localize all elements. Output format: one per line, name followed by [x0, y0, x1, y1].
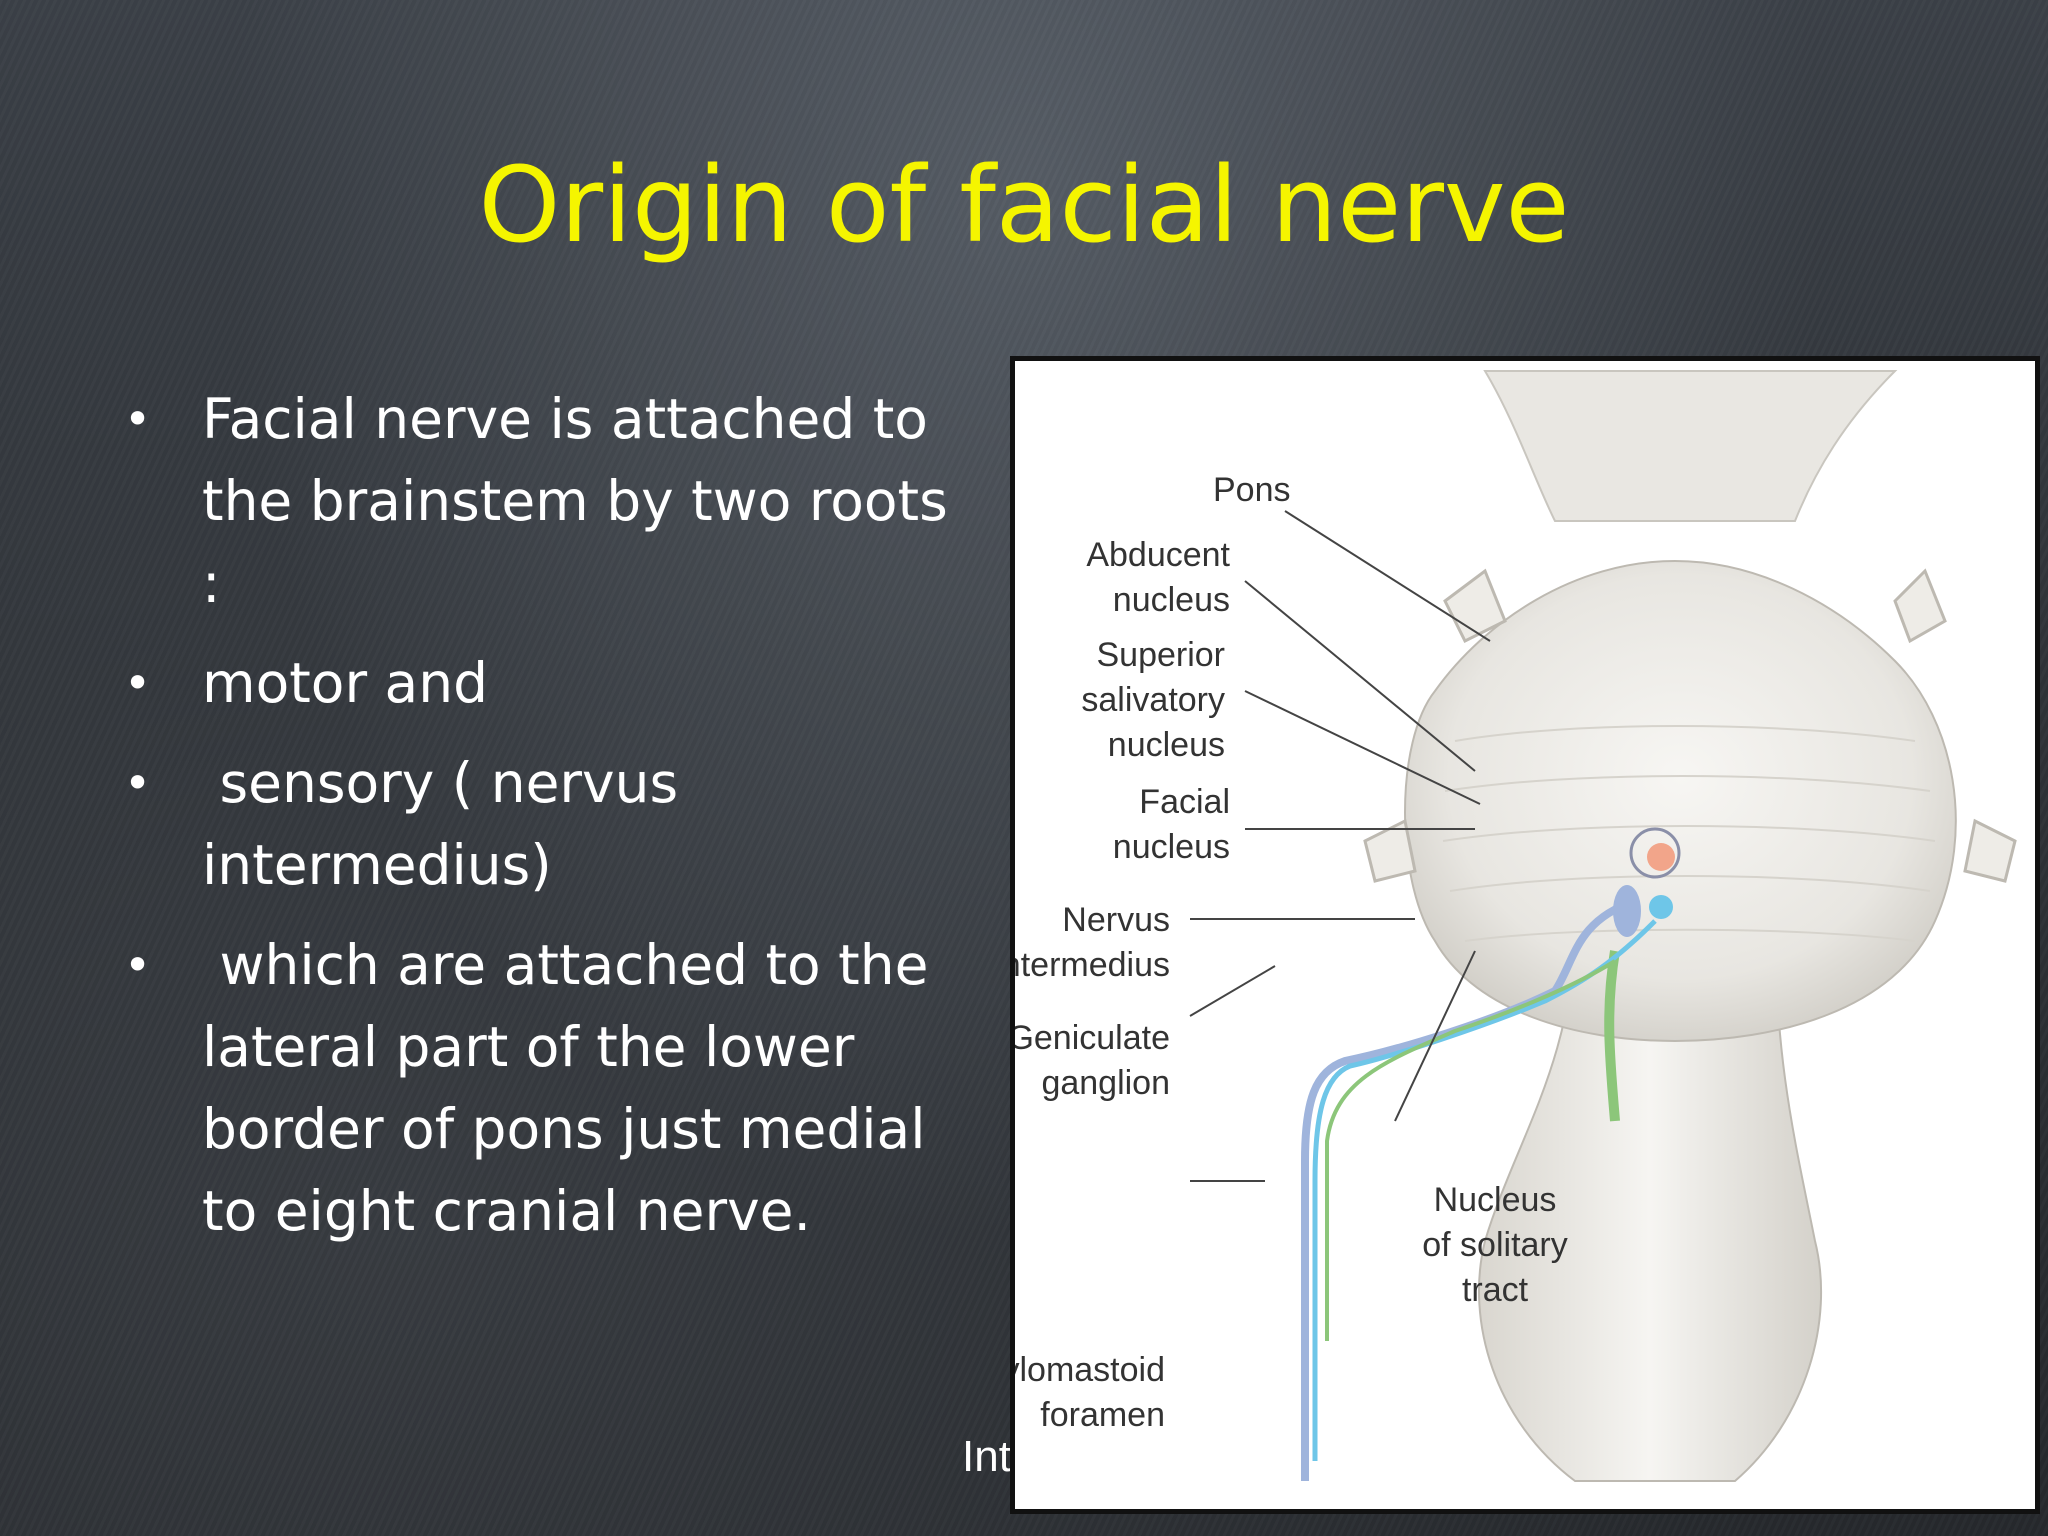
bullet-item: • which are attached to the lateral part… [118, 924, 958, 1252]
bullet-text: which are attached to the lateral part o… [202, 933, 946, 1243]
brainstem-figure: Pons Abducent nucleus Superior salivator… [1010, 356, 2040, 1514]
footer-text: Int [962, 1432, 1011, 1481]
bullet-item: • Facial nerve is attached to the brainst… [118, 378, 958, 624]
label-geniculate-2: ganglion [1041, 1064, 1170, 1102]
bullet-icon: • [124, 392, 152, 446]
bullet-list: • Facial nerve is attached to the brainst… [118, 378, 958, 1270]
label-pons: Pons [1213, 471, 1291, 509]
label-solitary-3: tract [1462, 1271, 1529, 1309]
label-abducent-1: Abducent [1086, 536, 1230, 574]
label-facial-2: nucleus [1113, 828, 1230, 866]
label-salivatory-2: salivatory [1081, 681, 1225, 719]
solitary-tract [1604, 950, 1620, 1122]
label-stylomastoid-1: Stylomastoid [1015, 1351, 1165, 1389]
slide-title: Origin of facial nerve [478, 144, 1570, 266]
label-stylomastoid-2: foramen [1040, 1396, 1165, 1434]
bullet-icon: • [124, 756, 152, 810]
label-salivatory-3: nucleus [1108, 726, 1225, 764]
bullet-icon: • [124, 656, 152, 710]
label-salivatory-1: Superior [1096, 636, 1225, 674]
midbrain-shape [1483, 370, 1898, 522]
salivatory-nucleus [1649, 895, 1673, 919]
label-facial-1: Facial [1139, 783, 1230, 821]
leader-lines [1189, 510, 1491, 1182]
label-intermedius-1: Nervus [1062, 901, 1170, 939]
figure-labels: Pons Abducent nucleus Superior salivator… [1015, 471, 1568, 1434]
label-abducent-2: nucleus [1113, 581, 1230, 619]
label-solitary-2: of solitary [1422, 1226, 1568, 1264]
label-intermedius-2: intermedius [1015, 946, 1170, 984]
bullet-text: motor and [202, 651, 489, 715]
label-solitary-1: Nucleus [1434, 1181, 1557, 1219]
abducent-nucleus [1647, 843, 1675, 871]
sensory-path [1325, 959, 1617, 1341]
bullet-item: • motor and [118, 642, 958, 724]
pons-shape [1404, 559, 1957, 1043]
bullet-item: • sensory ( nervus intermedius) [118, 742, 958, 906]
nerve-stubs [1363, 568, 2017, 883]
bullet-text: sensory ( nervus intermedius) [202, 751, 696, 897]
brainstem-illustration: Pons Abducent nucleus Superior salivator… [1015, 370, 2017, 1482]
bullet-text: Facial nerve is attached to the brainste… [202, 387, 948, 615]
pons-striations [1442, 725, 1936, 942]
bullet-icon: • [124, 938, 152, 992]
medulla-shape [1478, 920, 1822, 1482]
label-geniculate-1: Geniculate [1015, 1019, 1170, 1057]
abducent-loop [1629, 827, 1681, 879]
